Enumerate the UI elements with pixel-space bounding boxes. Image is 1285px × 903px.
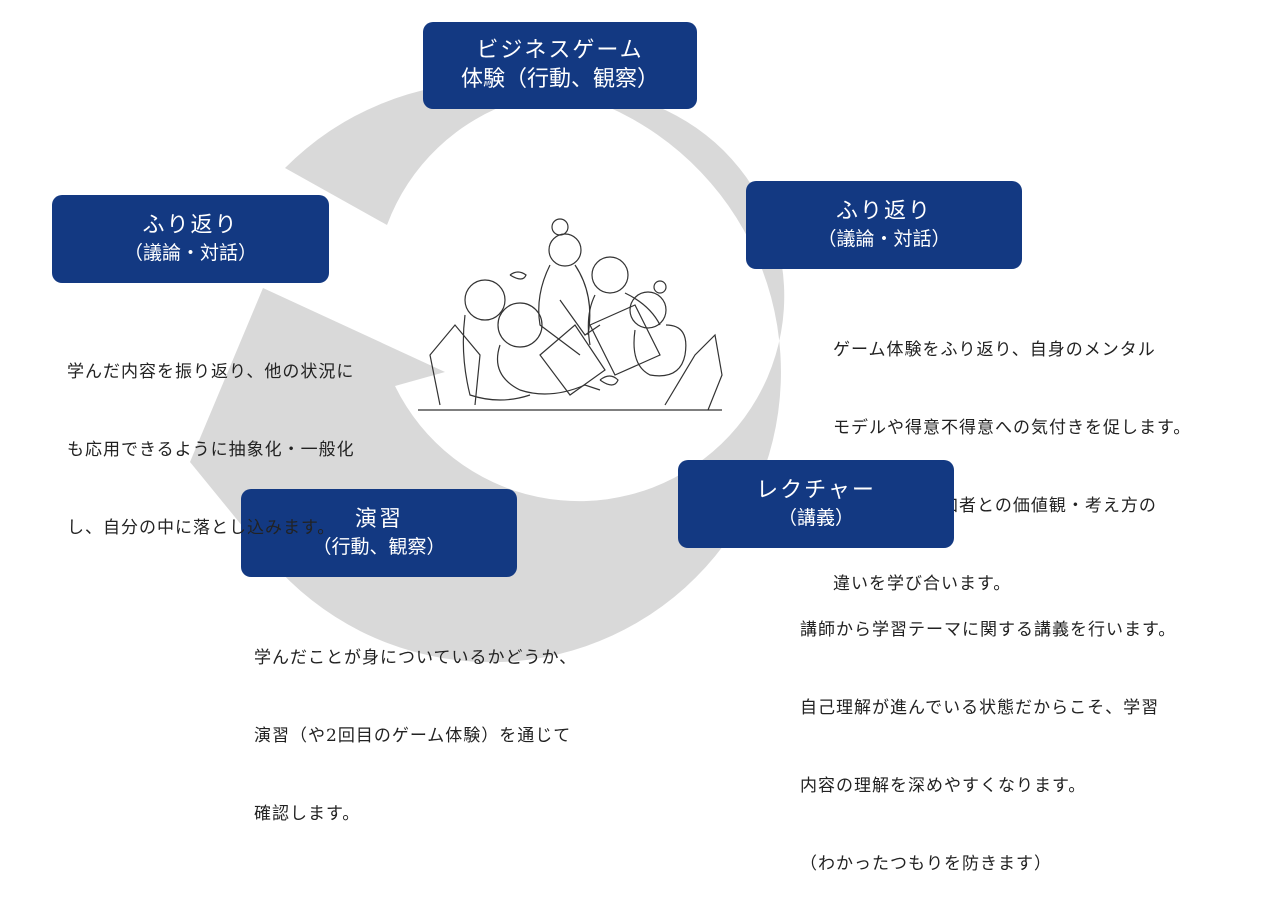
desc-line: 内容の理解を深めやすくなります。 [800, 776, 1087, 796]
desc-line: （わかったつもりを防きます） [800, 854, 1052, 874]
desc-line: ゲーム体験をふり返り、自身のメンタル [833, 340, 1156, 360]
step-lecture-description: 講師から学習テーマに関する講義を行います。 自己理解が進んでいる状態だからこそ、… [800, 565, 1176, 903]
step-reflection-left: ふり返り （議論・対話） [52, 195, 329, 283]
step-subtitle: （議論・対話） [817, 227, 951, 250]
desc-line: モデルや得意不得意への気付きを促します。 [833, 418, 1192, 438]
step-subtitle: （行動、観察） [312, 535, 446, 558]
step-title-line-1: ビジネスゲーム [476, 37, 644, 63]
desc-line: し、自分の中に落とし込みます。 [67, 518, 336, 538]
step-subtitle: （講義） [777, 506, 854, 529]
step-game-experience: ビジネスゲーム 体験（行動、観察） [423, 22, 697, 109]
step-lecture: レクチャー （講義） [678, 460, 954, 548]
team-meeting-line-art-icon [418, 218, 723, 411]
desc-line: 学んだ内容を振り返り、他の状況に [67, 362, 355, 382]
step-reflection-left-description: 学んだ内容を振り返り、他の状況に も応用できるように抽象化・一般化 し、自分の中… [67, 307, 355, 567]
step-title: ふり返り [835, 199, 932, 225]
step-exercise: 演習 （行動、観察） [241, 489, 517, 577]
step-reflection-right: ふり返り （議論・対話） [746, 181, 1022, 269]
desc-line: 違いを学び合います。 [833, 574, 1012, 594]
step-title-line-2: 体験（行動、観察） [460, 66, 659, 92]
step-title: レクチャー [756, 478, 876, 504]
desc-line: 学んだことが身についているかどうか、 [254, 648, 578, 668]
desc-line: 講師から学習テーマに関する講義を行います。 [800, 620, 1177, 640]
step-title: ふり返り [142, 213, 239, 239]
desc-line: 演習（や2回目のゲーム体験）を通じて [254, 726, 572, 746]
desc-line: 確認します。 [254, 804, 361, 824]
step-title: 演習 [354, 507, 403, 533]
desc-line: 自己理解が進んでいる状態だからこそ、学習 [800, 698, 1160, 718]
desc-line: も応用できるように抽象化・一般化 [67, 440, 355, 460]
step-exercise-description: 学んだことが身についているかどうか、 演習（や2回目のゲーム体験）を通じて 確認… [254, 593, 577, 853]
step-subtitle: （議論・対話） [123, 241, 257, 264]
